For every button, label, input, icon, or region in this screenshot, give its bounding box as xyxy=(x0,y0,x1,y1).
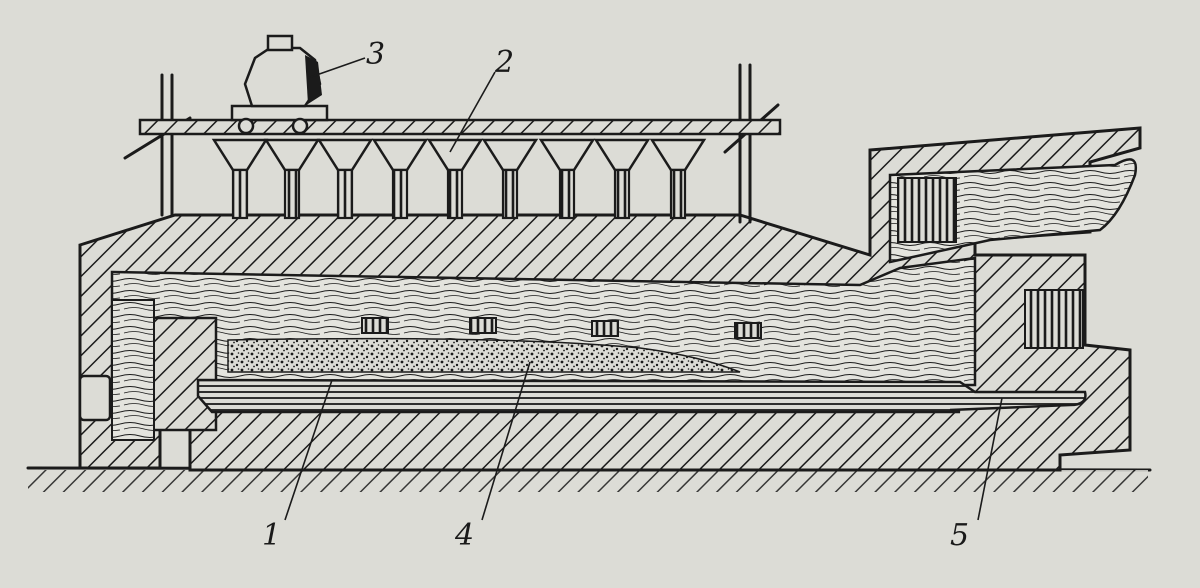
hopper-2 xyxy=(263,138,321,172)
charging-rail xyxy=(138,118,782,136)
hopper-chute-1 xyxy=(231,168,249,220)
callout-4: 4 xyxy=(454,518,474,553)
batch-layer xyxy=(227,337,741,373)
hopper-chute-7 xyxy=(558,168,576,220)
hopper-chute-8 xyxy=(613,168,631,220)
burner-block xyxy=(78,374,112,422)
left-side-panel xyxy=(111,299,155,441)
callout-3: 3 xyxy=(366,37,385,72)
peepholes xyxy=(361,317,762,339)
callout-5: 5 xyxy=(950,518,969,553)
hopper-1 xyxy=(211,138,269,172)
hopper-6 xyxy=(481,138,539,172)
hopper-chute-6 xyxy=(501,168,519,220)
batch-cart xyxy=(230,34,329,135)
port-opening xyxy=(897,177,957,243)
hopper-9 xyxy=(649,138,707,172)
hopper-chute-9 xyxy=(669,168,687,220)
hopper-chute-2 xyxy=(283,168,301,220)
hopper-row xyxy=(211,138,707,220)
hopper-chute-3 xyxy=(336,168,354,220)
callout-2: 2 xyxy=(494,45,514,80)
glass-melt xyxy=(196,378,1087,414)
hopper-3 xyxy=(316,138,374,172)
hopper-7 xyxy=(538,138,596,172)
hopper-8 xyxy=(593,138,651,172)
ground xyxy=(26,466,1152,492)
hopper-4 xyxy=(371,138,429,172)
callout-1: 1 xyxy=(262,518,281,553)
left-wall-block xyxy=(150,316,218,432)
leader-lines xyxy=(284,57,1003,521)
right-block xyxy=(1024,289,1084,349)
hopper-chute-4 xyxy=(391,168,409,220)
hopper-chute-5 xyxy=(446,168,464,220)
